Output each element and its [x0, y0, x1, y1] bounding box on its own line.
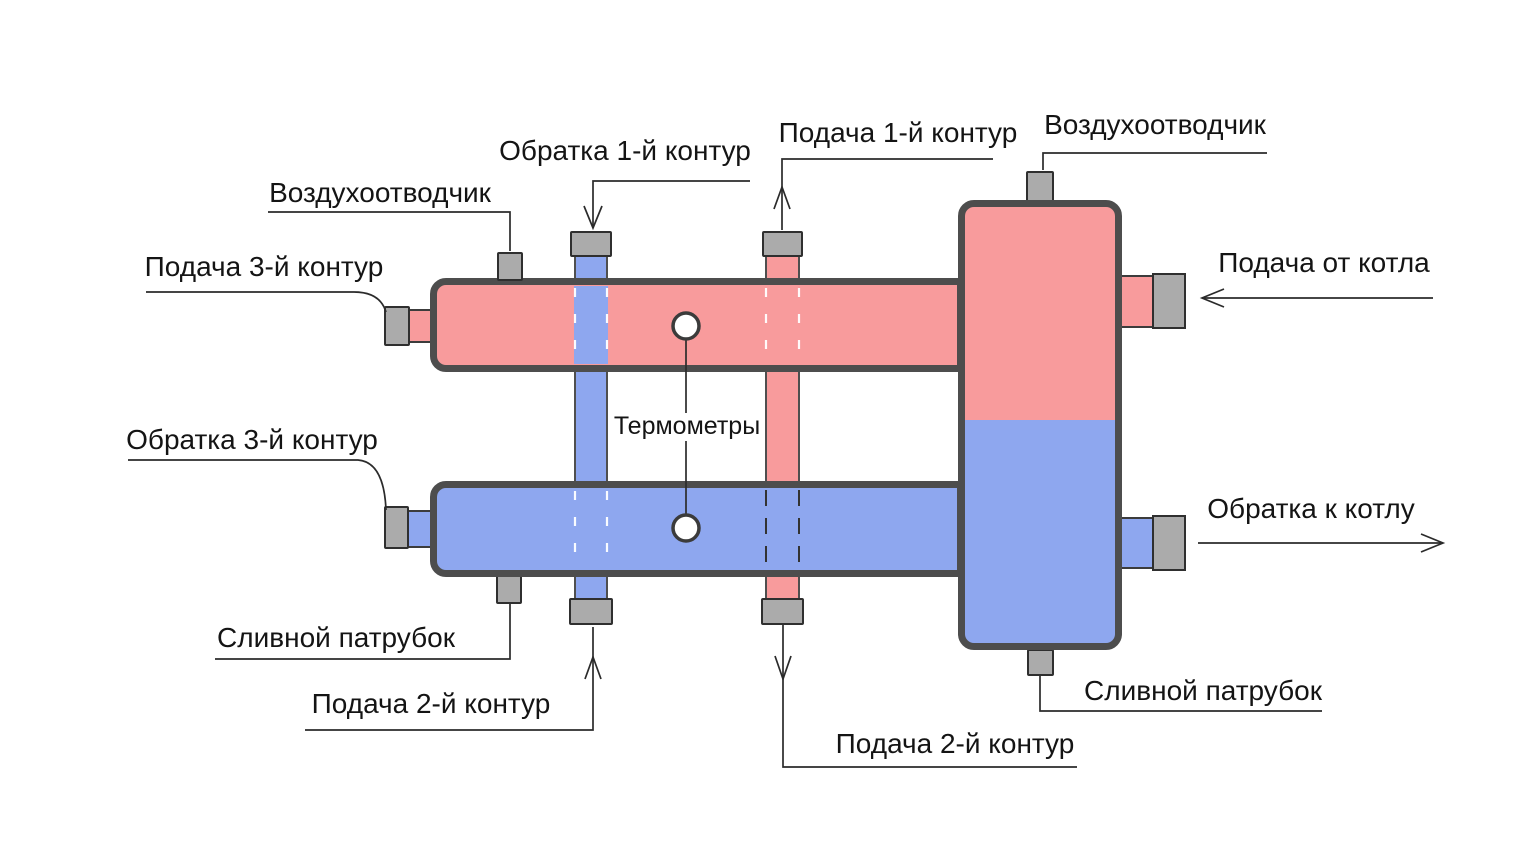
- label-return-to-boiler: Обратка к котлу: [1207, 493, 1415, 524]
- blue-pipe-top-segment: [574, 255, 608, 281]
- air-vent-stub-manifold: [497, 252, 523, 281]
- hydraulic-separator: [958, 200, 1122, 650]
- arrowhead-down-supply-circuit2-right: [774, 655, 792, 682]
- pink-pipe-top-segment: [765, 255, 800, 281]
- arrowhead-up-supply-circuit2-left: [584, 654, 602, 680]
- label-drain-left: Сливной патрубок: [217, 622, 455, 653]
- supply-circuit1-cap: [762, 231, 803, 257]
- leader-return-circuit1: [592, 180, 750, 226]
- leader-air-vent-left: [268, 211, 511, 251]
- label-supply-from-boiler: Подача от котла: [1218, 247, 1430, 278]
- blue-pipe-middle-segment: [574, 370, 608, 483]
- label-supply-circuit2-right: Подача 2-й контур: [835, 728, 1075, 759]
- arrowhead-supply-from-boiler: [1199, 288, 1225, 308]
- leader-supply-circuit2-left: [305, 627, 594, 731]
- supply-manifold: [430, 278, 964, 372]
- drain-stub-separator: [1027, 649, 1054, 676]
- thermometer-port-supply: [671, 311, 701, 341]
- boiler-return-cap: [1152, 515, 1186, 571]
- supply-circuit3-cap: [384, 306, 410, 346]
- return-circuit1-cap: [570, 231, 612, 257]
- label-return-circuit1: Обратка 1-й контур: [499, 135, 751, 166]
- leader-drain-left: [215, 604, 511, 660]
- arrowhead-up-supply-circuit1: [773, 184, 791, 210]
- supply-circuit2-right-cap: [761, 598, 804, 625]
- label-thermometers: Термометры: [613, 412, 761, 440]
- label-supply-circuit1: Подача 1-й контур: [778, 117, 1018, 148]
- label-supply-circuit3: Подача 3-й контур: [144, 251, 384, 282]
- label-return-circuit3: Обратка 3-й контур: [126, 424, 378, 455]
- label-drain-right: Сливной патрубок: [1084, 675, 1322, 706]
- leader-supply-circuit2-right: [782, 625, 1077, 768]
- label-air-vent-left: Воздухоотводчик: [269, 177, 491, 208]
- drain-stub-manifold: [496, 575, 522, 604]
- blue-pipe-bottom-segment: [574, 575, 608, 599]
- leader-drain-right: [1039, 676, 1322, 712]
- leader-return-circuit3: [128, 459, 387, 511]
- arrowhead-return-to-boiler: [1420, 533, 1446, 553]
- boiler-supply-cap: [1152, 273, 1186, 329]
- supply-circuit2-left-cap: [569, 598, 613, 625]
- return-circuit3-cap: [384, 506, 409, 549]
- label-supply-circuit2-left: Подача 2-й контур: [311, 688, 551, 719]
- leader-air-vent-right: [1042, 152, 1267, 170]
- label-air-vent-right: Воздухоотводчик: [1044, 109, 1266, 140]
- leader-supply-circuit3: [146, 291, 387, 313]
- pink-pipe-middle-segment: [765, 370, 800, 483]
- pink-pipe-bottom-segment: [765, 575, 800, 599]
- thermometer-port-return: [671, 513, 701, 543]
- leader-supply-circuit1: [781, 158, 993, 230]
- blue-pipe-through-supply-manifold: [574, 286, 608, 364]
- arrowhead-down-return-circuit1: [583, 205, 603, 231]
